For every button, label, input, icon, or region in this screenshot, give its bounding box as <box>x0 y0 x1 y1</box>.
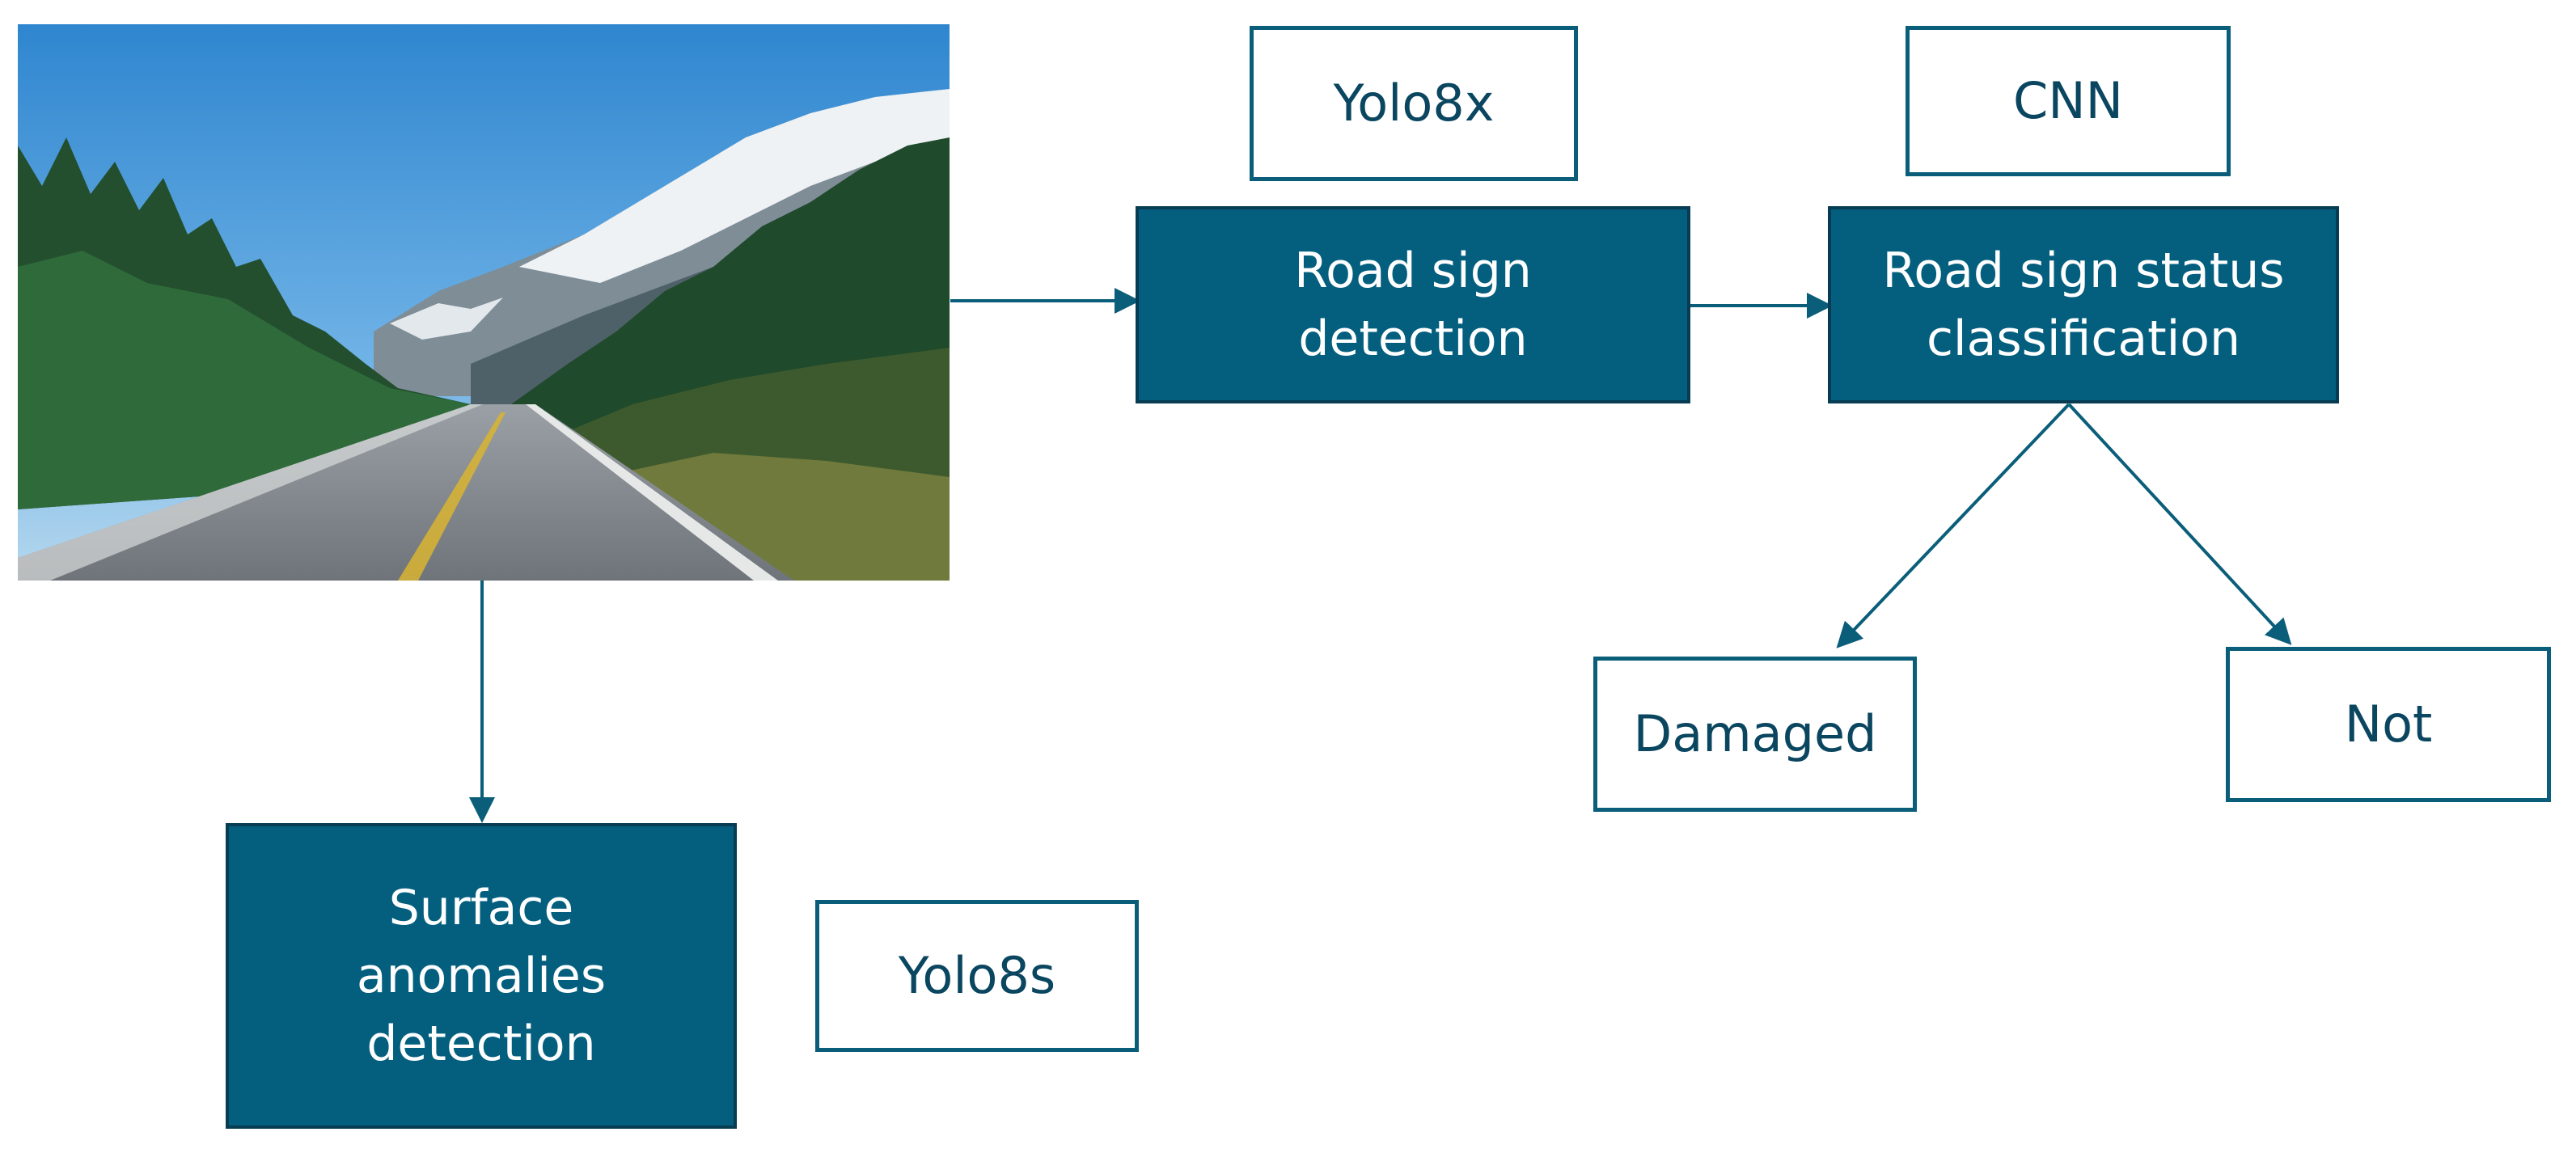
road-photo <box>18 24 950 581</box>
yolo8x-label: Yolo8x <box>1250 26 1578 181</box>
arrow-status-to-not <box>2067 403 2292 645</box>
road-sign-detection-box: Road sign detection <box>1136 206 1690 403</box>
arrow-status-to-damaged <box>1836 403 2071 648</box>
yolo8s-label: Yolo8s <box>815 900 1139 1052</box>
surface-anomalies-detection-box: Surface anomalies detection <box>226 823 737 1129</box>
road-sign-status-classification-box: Road sign status classification <box>1828 206 2339 403</box>
cnn-label: CNN <box>1906 26 2231 176</box>
damaged-outcome-box: Damaged <box>1593 657 1917 812</box>
not-outcome-box: Not <box>2226 647 2551 802</box>
